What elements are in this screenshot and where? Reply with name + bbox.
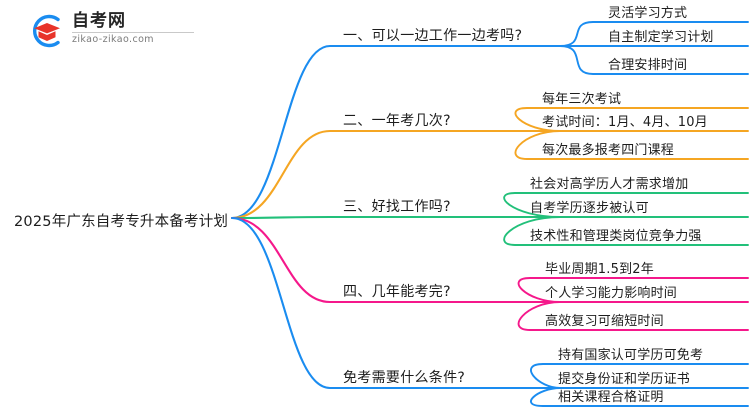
leaf-label-4-3: 高效复习可缩短时间 xyxy=(545,314,664,329)
leaf-label-2-2: 考试时间：1月、4月、10月 xyxy=(542,115,708,130)
logo-text-block: 自考网 zikao-zikao.com xyxy=(72,11,208,46)
leaf-label-2-1: 每年三次考试 xyxy=(542,92,622,107)
mindmap-root-label: 2025年广东自考专升本备考计划 xyxy=(14,214,229,230)
site-logo[interactable]: 自考网 zikao-zikao.com xyxy=(28,10,208,52)
leaf-label-3-1: 社会对高学历人才需求增加 xyxy=(530,177,689,192)
branch-label-2: 二、一年考几次? xyxy=(343,113,451,129)
leaf-label-1-2: 自主制定学习计划 xyxy=(608,30,714,45)
leaf-label-3-3: 技术性和管理类岗位竞争力强 xyxy=(530,229,702,244)
leaf-label-4-1: 毕业周期1.5到2年 xyxy=(545,262,654,277)
logo-title: 自考网 xyxy=(72,11,126,31)
logo-divider xyxy=(72,32,194,33)
branch-label-1: 一、可以一边工作一边考吗? xyxy=(343,28,523,44)
leaf-label-1-1: 灵活学习方式 xyxy=(608,6,688,21)
leaf-label-5-1: 持有国家认可学历可免考 xyxy=(558,348,704,363)
branch-label-4: 四、几年能考完? xyxy=(343,284,451,300)
branch-label-5: 免考需要什么条件? xyxy=(343,370,466,386)
leaf-label-3-2: 自考学历逐步被认可 xyxy=(530,201,649,216)
branch-label-3: 三、好找工作吗? xyxy=(343,199,451,215)
leaf-label-2-3: 每次最多报考四门课程 xyxy=(542,143,675,158)
logo-subtitle: zikao-zikao.com xyxy=(72,34,154,45)
leaf-label-4-2: 个人学习能力影响时间 xyxy=(545,286,678,301)
leaf-label-5-2: 提交身份证和学历证书 xyxy=(558,372,691,387)
leaf-label-1-3: 合理安排时间 xyxy=(608,58,688,73)
leaf-label-5-3: 相关课程合格证明 xyxy=(558,390,664,405)
zikao-graduation-cap-logo xyxy=(28,12,66,50)
